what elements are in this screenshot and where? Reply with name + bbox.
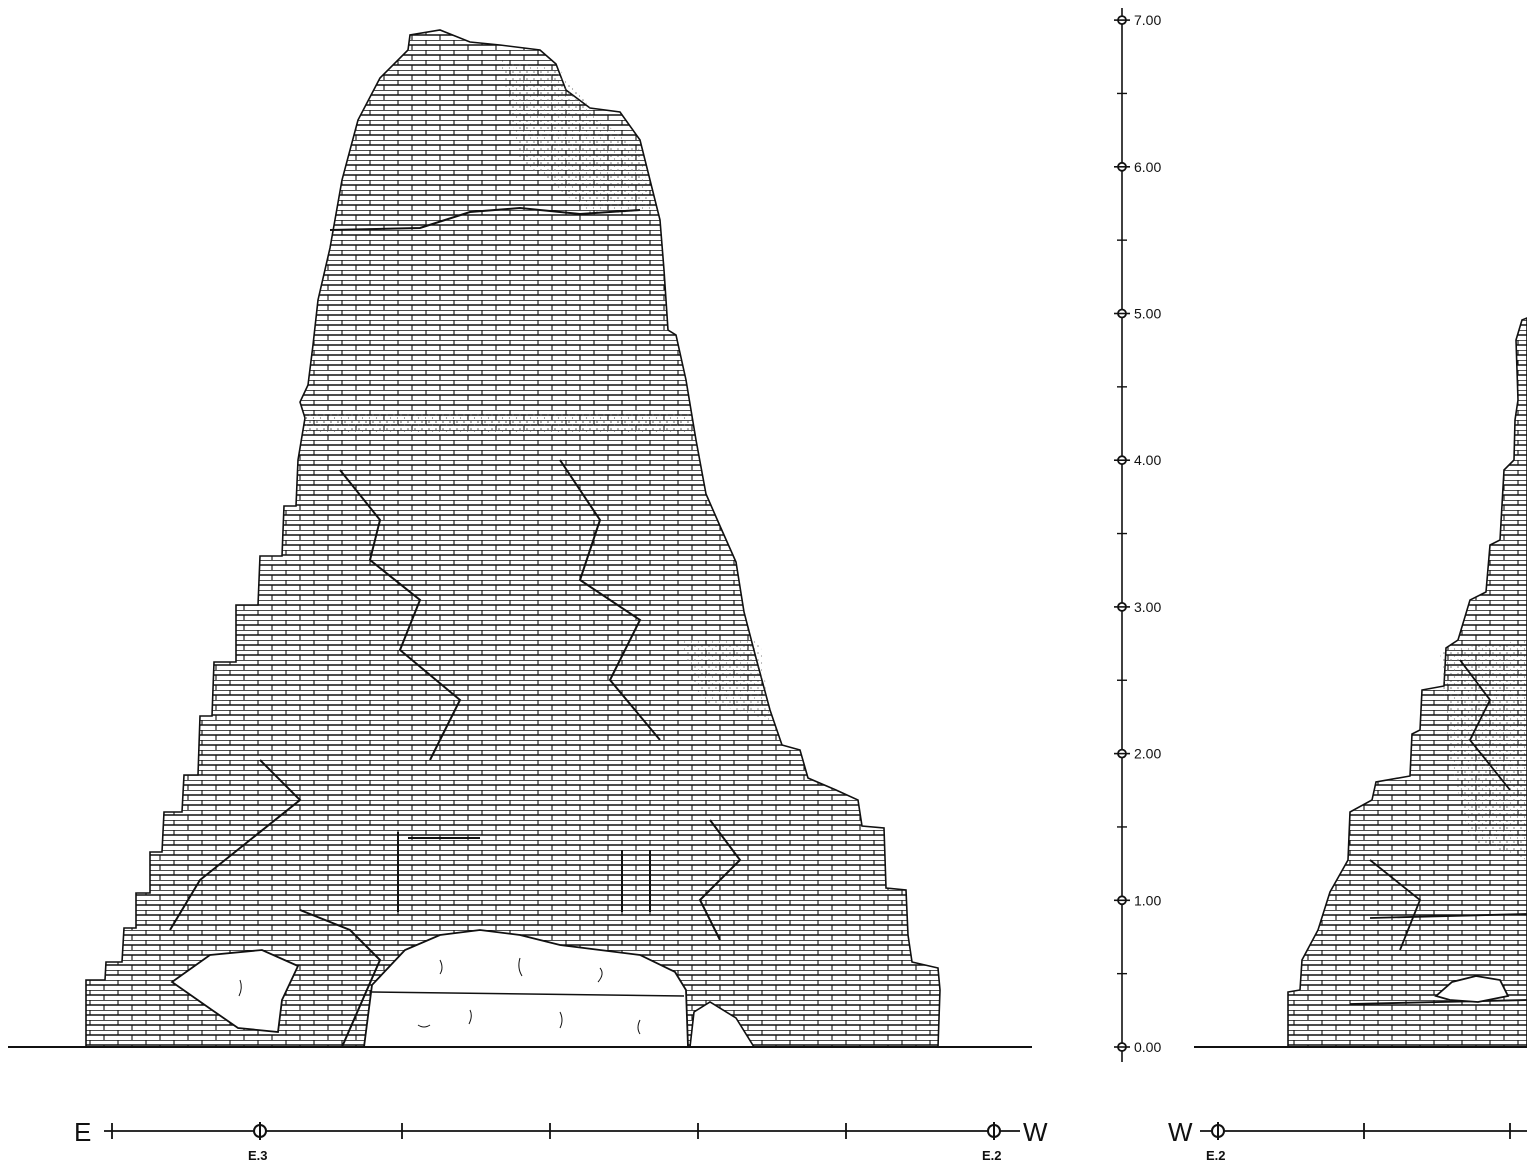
left-stone-block [170, 949, 300, 1033]
right-monument [1287, 317, 1527, 1048]
scale-tick-label: 7.00 [1134, 12, 1161, 28]
grid-marker-e2-right [1211, 1122, 1225, 1140]
stone-joint-line [371, 991, 685, 997]
crack-lines [169, 206, 742, 1048]
marker-label-e3: E.3 [248, 1148, 268, 1163]
marker-label-e2: E.2 [982, 1148, 1002, 1163]
left-monument [85, 29, 941, 1048]
right-crack-lines [1349, 659, 1527, 1005]
left-orientation-w: W [1023, 1117, 1048, 1147]
left-monument-masonry [85, 29, 941, 1048]
central-stone-block [362, 929, 689, 1048]
scale-tick-label: 1.00 [1134, 892, 1161, 908]
left-orientation-e: E [74, 1117, 91, 1147]
stippled-zone-right [680, 640, 770, 720]
elevation-scale: 0.00 1.00 2.00 3.00 4.00 5.00 6.00 7.00 [1114, 8, 1161, 1062]
marker-label-e2-right: E.2 [1206, 1148, 1226, 1163]
left-grid-axis [104, 1123, 1020, 1139]
stippled-zone-upper [500, 60, 652, 215]
right-stone-opening [1434, 975, 1510, 1003]
grid-marker-e2 [987, 1122, 1001, 1140]
scale-tick-label: 6.00 [1134, 159, 1161, 175]
scale-tick-label: 2.00 [1134, 746, 1161, 762]
stone-texture [238, 957, 641, 1035]
right-orientation-w: W [1168, 1117, 1193, 1147]
scale-tick-label: 5.00 [1134, 306, 1161, 322]
right-grid-axis [1200, 1123, 1527, 1139]
scale-tick-label: 4.00 [1134, 452, 1161, 468]
stippled-course-band [304, 412, 692, 432]
right-stipple-zone [1440, 640, 1527, 860]
scale-tick-label: 0.00 [1134, 1039, 1161, 1055]
grid-marker-e3 [253, 1122, 267, 1140]
scale-tick-label: 3.00 [1134, 599, 1161, 615]
